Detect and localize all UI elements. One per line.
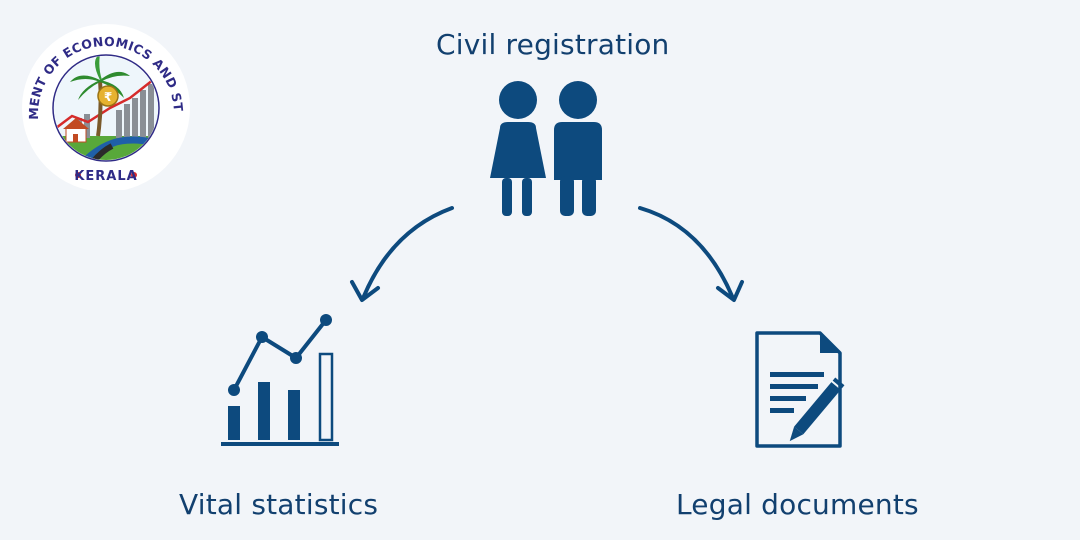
department-logo: DEPARTMENT OF ECONOMICS AND STATISTICS bbox=[20, 18, 190, 190]
arrow-to-legal-documents bbox=[638, 206, 744, 302]
document-pen-icon bbox=[755, 331, 845, 448]
legal-documents-label: Legal documents bbox=[676, 488, 919, 521]
civil-registration-label: Civil registration bbox=[436, 28, 670, 61]
logo-bottom-text: KERALA bbox=[74, 169, 137, 184]
coin-symbol: ₹ bbox=[104, 90, 112, 104]
arrow-to-vital-statistics bbox=[350, 206, 454, 302]
bar-line-chart-icon bbox=[221, 314, 339, 446]
vital-statistics-label: Vital statistics bbox=[179, 488, 379, 521]
couple-icon bbox=[490, 81, 602, 216]
